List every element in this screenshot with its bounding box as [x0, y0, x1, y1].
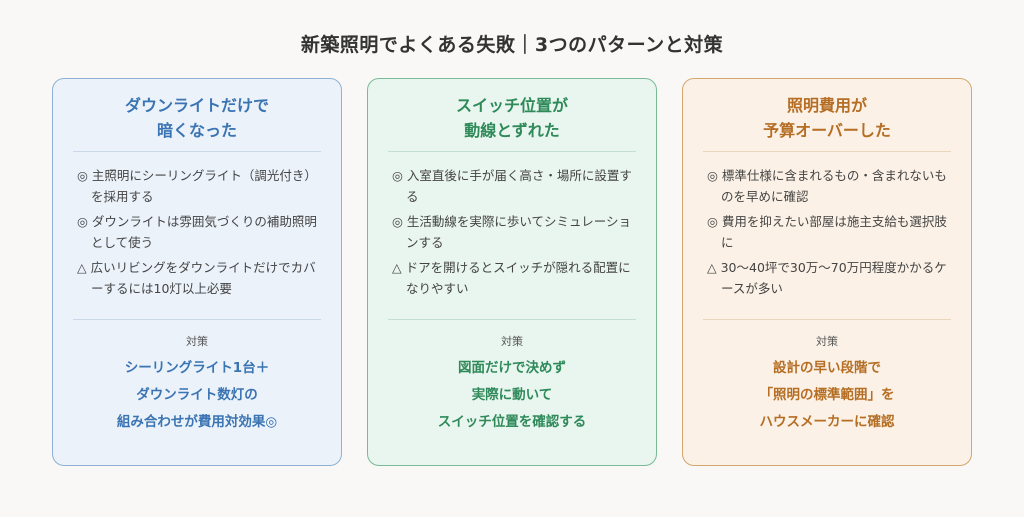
- tip-item: ◎ ダウンライトは雰囲気づくりの補助照明として使う: [77, 214, 317, 250]
- divider: [388, 319, 636, 320]
- card-heading-line-2: 予算オーバーした: [763, 121, 891, 140]
- card-heading-line-1: 照明費用が: [786, 96, 867, 115]
- card-heading-line-2: 暗くなった: [156, 121, 237, 140]
- countermeasure-text: 図面だけで決めず 実際に動いて スイッチ位置を確認する: [368, 355, 656, 436]
- tip-item: ◎ 費用を抑えたい部屋は施主支給も選択肢に: [707, 214, 947, 250]
- tip-item: ◎ 主照明にシーリングライト（調光付き）を採用する: [77, 168, 317, 204]
- failure-card-downlight: ダウンライトだけで 暗くなった ◎ 主照明にシーリングライト（調光付き）を採用す…: [52, 78, 342, 466]
- countermeasure-line: 実際に動いて: [471, 387, 553, 403]
- countermeasure-label: 対策: [186, 335, 208, 348]
- countermeasure-line: スイッチ位置を確認する: [437, 414, 587, 430]
- failure-card-switch: スイッチ位置が 動線とずれた ◎ 入室直後に手が届く高さ・場所に設置する ◎ 生…: [367, 78, 657, 466]
- tip-item: △ 30〜40坪で30万〜70万円程度かかるケースが多い: [707, 260, 947, 296]
- card-heading-line-1: スイッチ位置が: [455, 96, 568, 115]
- tip-item: △ 広いリビングをダウンライトだけでカバーするには10灯以上必要: [77, 260, 316, 296]
- card-heading: 照明費用が 予算オーバーした: [683, 93, 971, 143]
- countermeasure-line: 「照明の標準範囲」を: [759, 387, 895, 403]
- countermeasure-label: 対策: [501, 335, 523, 348]
- divider: [388, 151, 636, 152]
- card-heading: ダウンライトだけで 暗くなった: [53, 93, 341, 143]
- card-heading-line-1: ダウンライトだけで: [124, 96, 269, 115]
- countermeasure-label: 対策: [816, 335, 838, 348]
- tip-item: △ ドアを開けるとスイッチが隠れる配置になりやすい: [392, 260, 631, 296]
- page-title: 新築照明でよくある失敗｜3つのパターンと対策: [300, 34, 724, 56]
- failure-card-budget: 照明費用が 予算オーバーした ◎ 標準仕様に含まれるもの・含まれないものを早めに…: [682, 78, 972, 466]
- tip-item: ◎ 標準仕様に含まれるもの・含まれないものを早めに確認: [707, 168, 947, 204]
- divider: [703, 151, 951, 152]
- divider: [703, 319, 951, 320]
- countermeasure-text: 設計の早い段階で 「照明の標準範囲」を ハウスメーカーに確認: [683, 355, 971, 436]
- tips-list: ◎ 入室直後に手が届く高さ・場所に設置する ◎ 生活動線を実際に歩いてシミュレー…: [392, 165, 634, 303]
- tips-list: ◎ 標準仕様に含まれるもの・含まれないものを早めに確認 ◎ 費用を抑えたい部屋は…: [707, 165, 949, 303]
- countermeasure-line: 設計の早い段階で: [773, 360, 881, 376]
- tip-item: ◎ 生活動線を実際に歩いてシミュレーションする: [392, 214, 632, 250]
- card-heading-line-2: 動線とずれた: [464, 121, 560, 140]
- countermeasure-line: シーリングライト1台＋: [124, 360, 270, 376]
- countermeasure-line: ダウンライト数灯の: [136, 387, 258, 403]
- card-heading: スイッチ位置が 動線とずれた: [368, 93, 656, 143]
- divider: [73, 151, 321, 152]
- countermeasure-text: シーリングライト1台＋ ダウンライト数灯の 組み合わせが費用対効果◎: [53, 355, 341, 436]
- tip-item: ◎ 入室直後に手が届く高さ・場所に設置する: [392, 168, 632, 204]
- divider: [73, 319, 321, 320]
- countermeasure-line: ハウスメーカーに確認: [759, 414, 895, 430]
- tips-list: ◎ 主照明にシーリングライト（調光付き）を採用する ◎ ダウンライトは雰囲気づく…: [77, 165, 319, 303]
- countermeasure-line: 組み合わせが費用対効果◎: [116, 414, 278, 430]
- countermeasure-line: 図面だけで決めず: [458, 360, 566, 376]
